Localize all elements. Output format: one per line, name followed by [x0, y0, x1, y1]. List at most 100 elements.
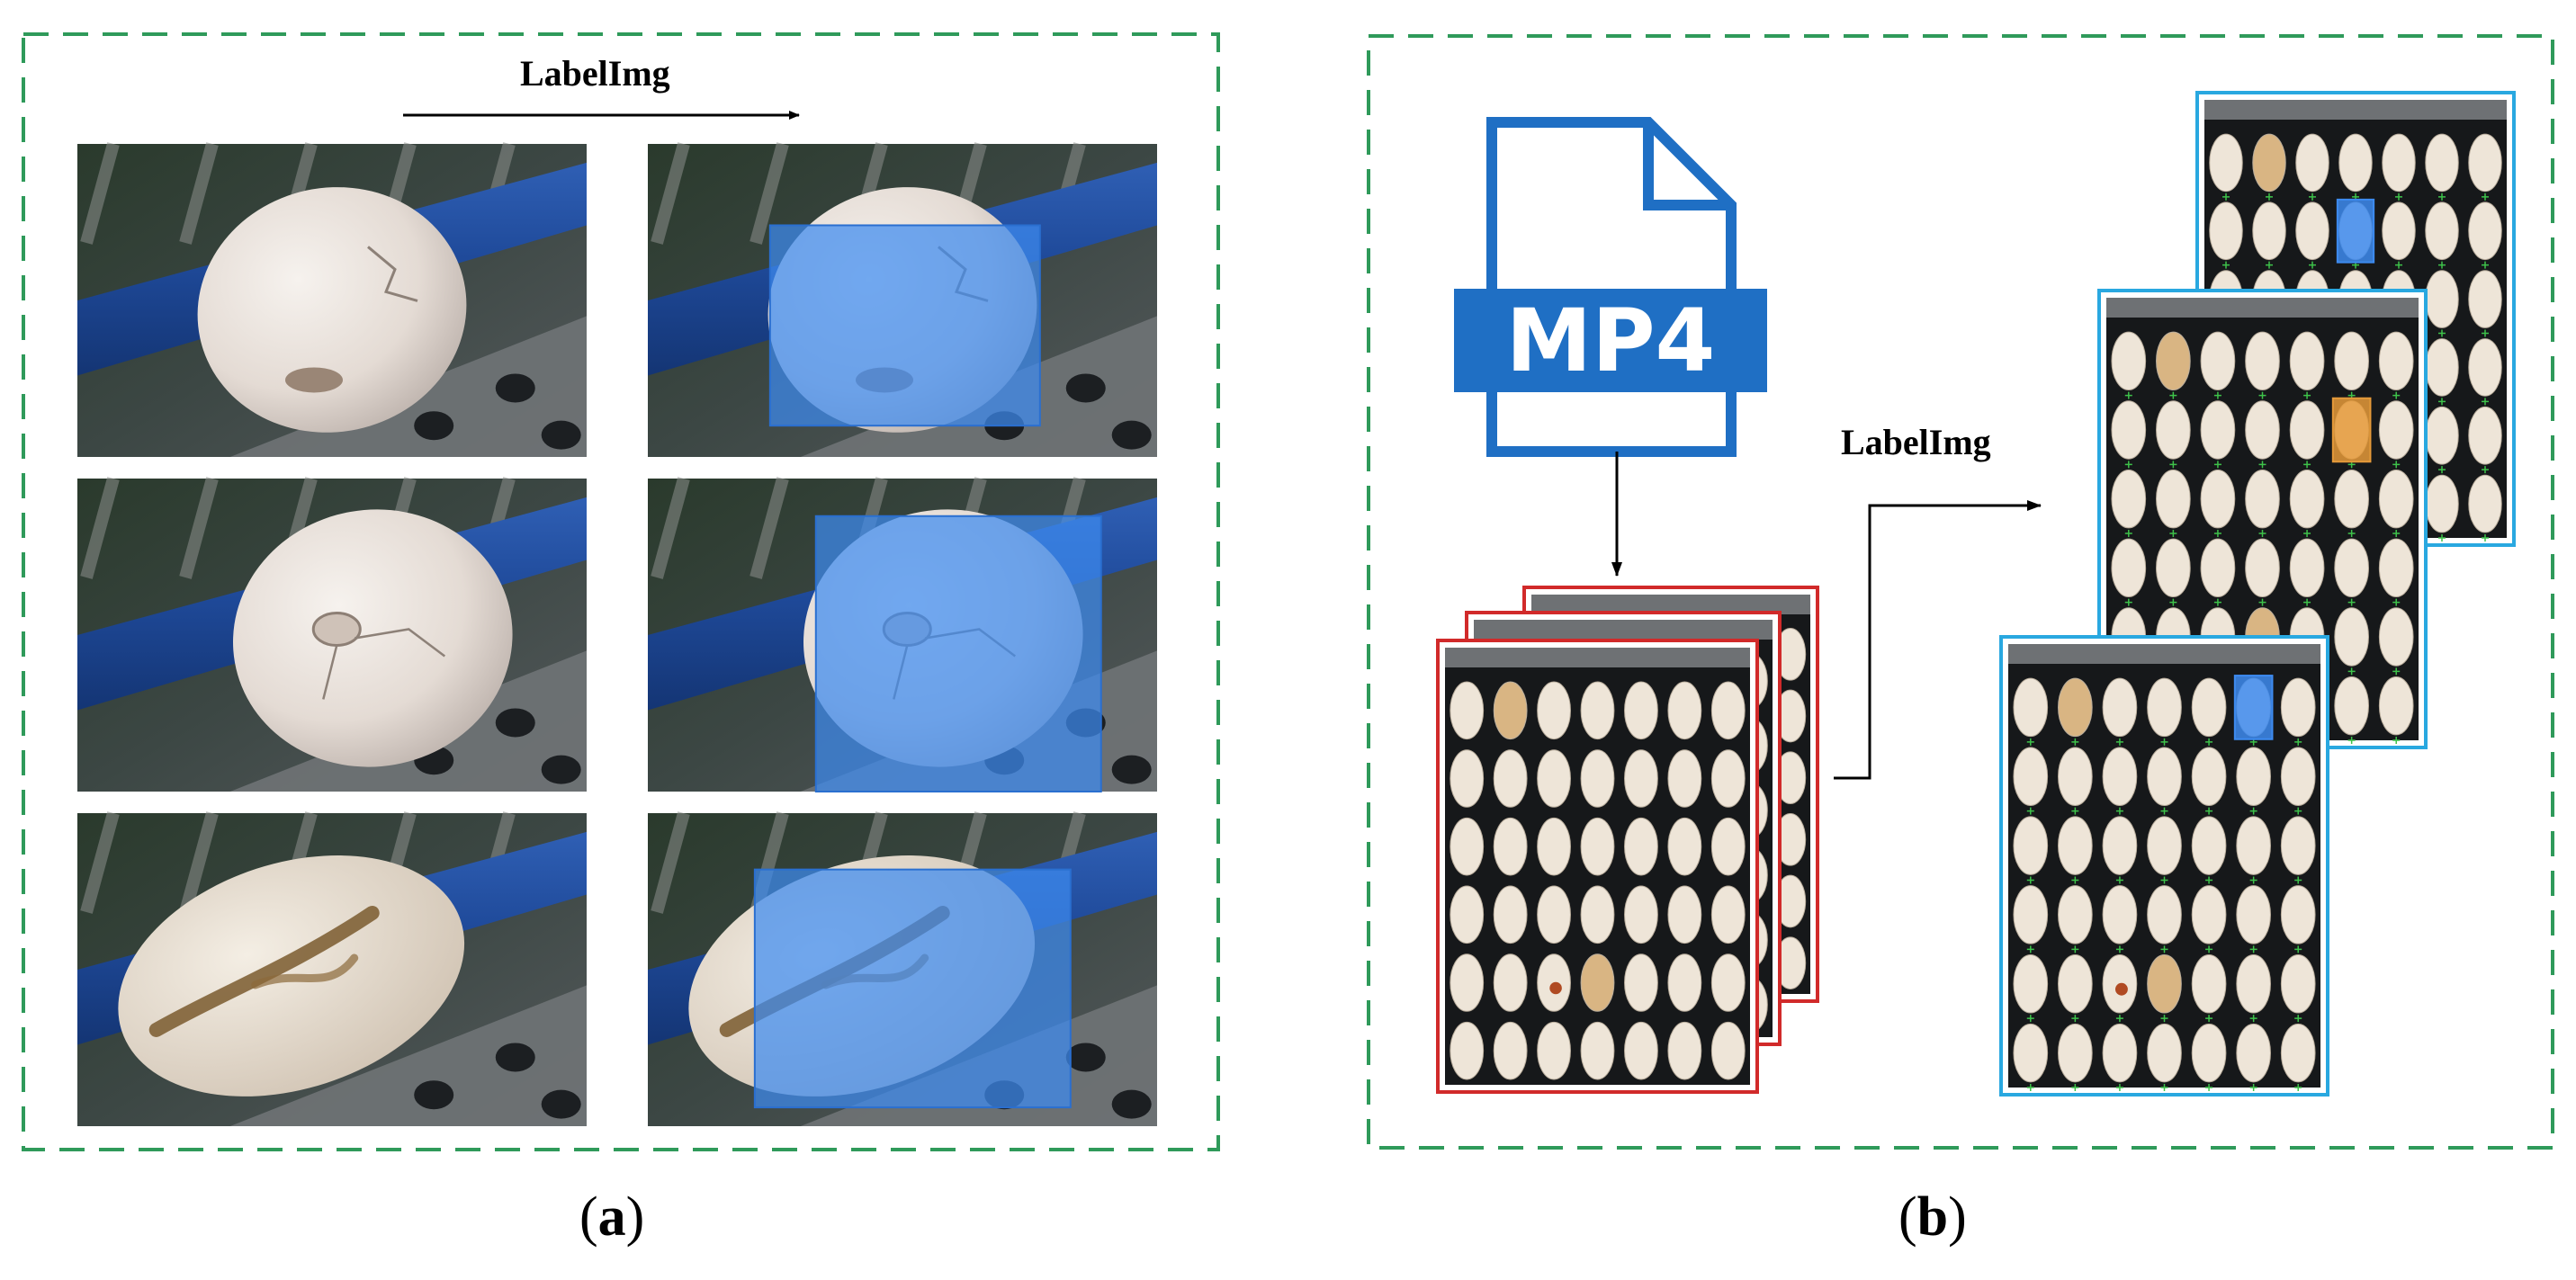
tray-egg: [1493, 1021, 1528, 1080]
tray-egg: [2147, 816, 2182, 875]
tray-egg: [1710, 817, 1746, 876]
conveyor-roller: [80, 477, 120, 579]
tray-egg: [1493, 817, 1528, 876]
tray-egg: [2334, 607, 2369, 667]
tray-egg: [2102, 677, 2138, 738]
panel-a-arrow-label: LabelImg: [520, 53, 670, 94]
tray-egg: [1493, 749, 1528, 808]
grid-marker: [2222, 261, 2230, 269]
tray-egg: [1493, 681, 1528, 740]
tray-egg: [2058, 885, 2093, 944]
tray-egg: [2295, 133, 2329, 192]
annotation-box: [2331, 397, 2372, 463]
tray-egg: [2378, 331, 2414, 391]
tray-egg: [2245, 469, 2280, 529]
grid-marker: [2213, 391, 2221, 399]
grid-marker: [2213, 461, 2221, 469]
grid-marker: [2392, 461, 2401, 469]
tray-egg: [1624, 681, 1658, 740]
grid-marker: [2026, 1015, 2034, 1023]
tray-egg: [2245, 538, 2280, 598]
frame-stacks: [1436, 91, 2516, 1097]
tray-egg: [2338, 133, 2373, 192]
tray-egg: [2200, 538, 2236, 598]
tray-egg: [1450, 749, 1485, 808]
tray-egg: [2013, 816, 2049, 875]
annotation-box: [768, 224, 1041, 427]
grid-marker: [2160, 945, 2168, 953]
grid-marker: [2071, 738, 2079, 746]
tray-egg: [2191, 953, 2227, 1014]
tray-egg: [2058, 677, 2093, 738]
tray-egg: [2191, 885, 2227, 944]
egg-photo-hole-original: [77, 477, 588, 792]
grid-marker: [2294, 876, 2302, 884]
tray-egg: [2425, 133, 2459, 192]
grid-marker: [2115, 876, 2123, 884]
grid-marker: [2205, 1015, 2213, 1023]
grid-marker: [2392, 667, 2401, 676]
plate-hole: [1065, 1043, 1106, 1072]
shell-hole: [311, 611, 362, 647]
tray-egg: [2102, 1023, 2138, 1083]
grid-marker: [2026, 945, 2034, 953]
grid-marker: [2303, 530, 2311, 537]
tray-egg: [1580, 681, 1615, 740]
tray-rail: [1531, 595, 1810, 614]
tray-egg: [2058, 1023, 2093, 1083]
tray-egg: [2058, 953, 2093, 1014]
annotation-box: [2336, 198, 2375, 264]
grid-marker: [2205, 876, 2213, 884]
tray-egg: [2111, 469, 2147, 529]
tray-egg: [2236, 1023, 2271, 1083]
tray-egg: [2236, 747, 2271, 807]
grid-marker: [2303, 461, 2311, 469]
metal-plate: [229, 985, 588, 1126]
plate-hole: [1111, 1089, 1152, 1119]
tray-egg: [2280, 677, 2316, 738]
grid-marker: [2258, 598, 2266, 606]
tray-egg: [2147, 677, 2182, 738]
tray-egg: [1493, 953, 1528, 1012]
tray-egg: [2236, 953, 2271, 1014]
tray-egg: [2102, 747, 2138, 807]
tray-egg: [1580, 749, 1615, 808]
grid-marker: [2160, 876, 2168, 884]
grid-marker: [2392, 391, 2401, 399]
plate-hole: [1065, 373, 1106, 403]
labeled-frame-front: [1999, 635, 2329, 1097]
crack-line: [322, 628, 446, 700]
tray-egg: [1450, 953, 1485, 1012]
annotation-box: [814, 515, 1102, 792]
egg-photo-crack-labeled: [648, 142, 1157, 457]
conveyor-roller: [749, 142, 789, 245]
tray-rail: [2106, 298, 2419, 318]
crack-line: [367, 246, 418, 302]
conveyor-roller: [80, 142, 120, 245]
tray-rail: [1474, 620, 1773, 640]
tray-egg: [2334, 469, 2369, 529]
tray-egg: [2236, 885, 2271, 944]
tray-egg: [1450, 885, 1485, 944]
tray-egg: [1537, 749, 1571, 808]
grid-marker: [2026, 738, 2034, 746]
tray-egg: [2289, 469, 2325, 529]
grid-marker: [2160, 738, 2168, 746]
grid-marker: [2205, 1084, 2213, 1091]
tray-egg: [2468, 133, 2502, 192]
tray-egg: [2111, 538, 2147, 598]
grid-marker: [2124, 598, 2132, 606]
panel-b-arrow-label: LabelImg: [1841, 422, 1991, 462]
tray-rail: [2008, 644, 2320, 664]
tray-egg: [2425, 406, 2459, 465]
egg-photo-hole-labeled: [648, 477, 1157, 792]
conveyor-roller: [80, 811, 120, 914]
tray-egg: [2334, 331, 2369, 391]
tray-egg: [2147, 885, 2182, 944]
grid-marker: [2071, 945, 2079, 953]
grid-marker: [2160, 807, 2168, 815]
grid-marker: [2309, 192, 2316, 201]
plate-hole: [414, 1080, 454, 1110]
caption-b-close: ): [1948, 1186, 1967, 1248]
